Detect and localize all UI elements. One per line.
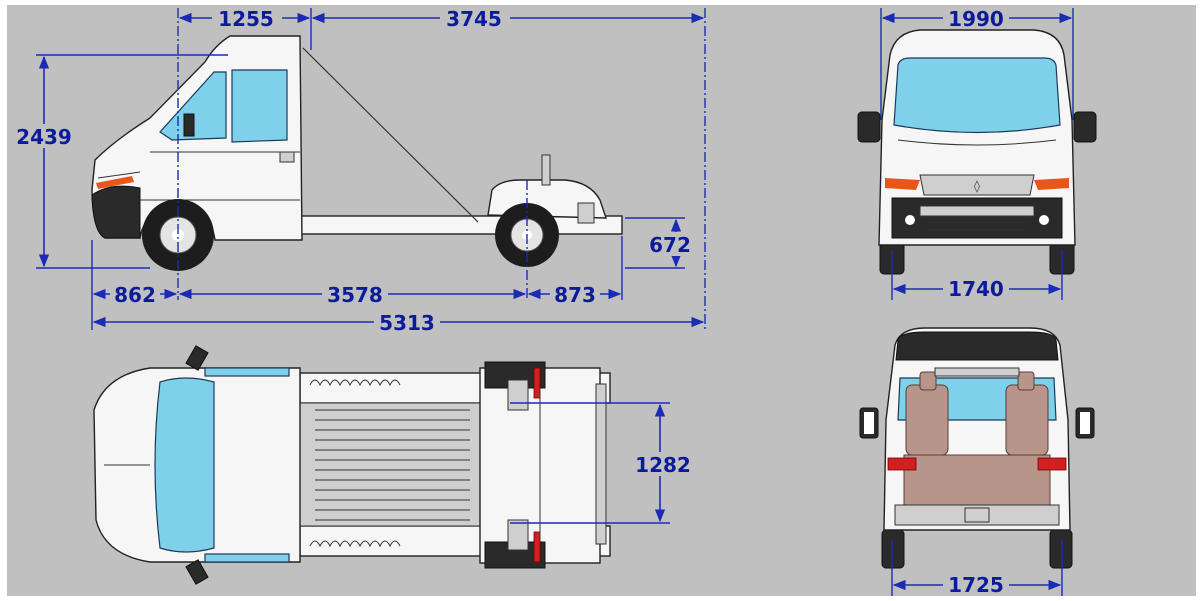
rear-view xyxy=(859,327,1095,569)
rear-light-right xyxy=(1037,457,1067,471)
dim-frame-width: 1282 xyxy=(635,453,691,477)
side-view xyxy=(91,8,706,330)
dim-chassis-length: 3745 xyxy=(446,7,502,31)
dim-overall-length: 5313 xyxy=(379,311,435,335)
top-view-dimensions: 1282 xyxy=(510,402,692,524)
top-view xyxy=(93,345,611,585)
svg-text:◊: ◊ xyxy=(974,179,980,193)
dim-front-overhang: 862 xyxy=(114,283,156,307)
dim-overall-width: 1990 xyxy=(948,7,1004,31)
chassis-cross-members xyxy=(299,402,481,527)
chassis-frame xyxy=(289,215,623,235)
dim-rear-overhang: 873 xyxy=(554,283,596,307)
windscreen xyxy=(893,57,1061,134)
rear-view-dimensions: 1725 xyxy=(891,540,1063,597)
front-view: ◊ xyxy=(857,29,1097,275)
dim-cab-length: 1255 xyxy=(218,7,274,31)
dim-rear-track: 1725 xyxy=(948,573,1004,597)
dim-overall-height: 2439 xyxy=(16,125,72,149)
dim-wheelbase: 3578 xyxy=(327,283,383,307)
front-view-dimensions: 1990 1740 xyxy=(880,7,1074,301)
dim-rear-frame-height: 672 xyxy=(649,233,691,257)
rear-light-left xyxy=(887,457,917,471)
side-view-dimensions: 1255 3745 2439 672 862 3578 873 5313 xyxy=(14,7,705,335)
dim-front-track: 1740 xyxy=(948,277,1004,301)
